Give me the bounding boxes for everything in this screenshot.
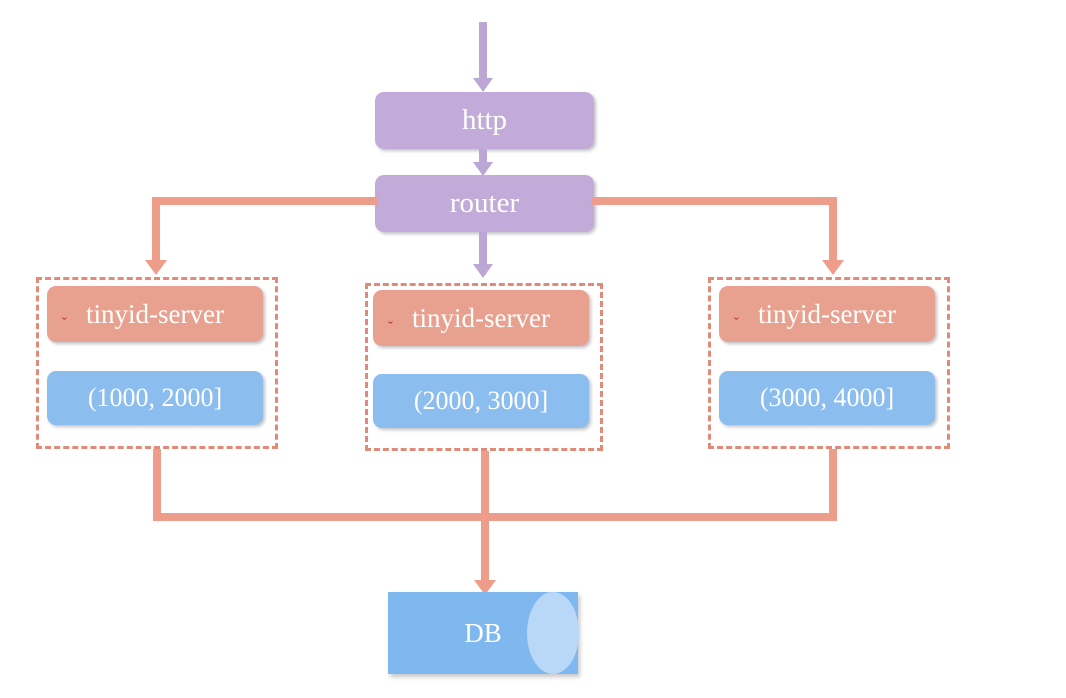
server-3-downlink <box>829 449 837 517</box>
inbound-arrow-shaft <box>479 22 487 82</box>
router-left-vertical <box>152 197 160 265</box>
router-center-arrowhead <box>473 264 493 278</box>
spellcheck-mark-1: ˇ <box>62 315 67 332</box>
router-node[interactable]: router <box>375 175 594 232</box>
http-node[interactable]: http <box>375 92 594 149</box>
db-inbound-arrowhead <box>474 580 496 595</box>
http-to-router-arrowhead <box>473 162 493 176</box>
tinyid-server-label-1: tinyid-server <box>86 298 224 329</box>
inbound-arrow-head <box>473 78 493 92</box>
tinyid-server-label-2: tinyid-server <box>412 302 550 333</box>
router-label: router <box>449 187 520 220</box>
tinyid-server-label-3: tinyid-server <box>758 298 896 329</box>
id-range-label-2: (2000, 3000] <box>413 386 549 416</box>
tinyid-server-node-1[interactable]: tinyid-server <box>47 286 263 342</box>
id-range-label-3: (3000, 4000] <box>759 383 895 413</box>
router-left-horizontal <box>152 197 378 205</box>
id-range-node-1[interactable]: (1000, 2000] <box>47 371 263 425</box>
db-node[interactable]: DB <box>388 592 579 674</box>
tinyid-server-node-3[interactable]: tinyid-server <box>719 286 935 342</box>
server-group-1-frame <box>36 277 278 449</box>
router-left-arrowhead <box>145 260 167 275</box>
id-range-node-2[interactable]: (2000, 3000] <box>373 374 589 428</box>
server-group-2-frame <box>365 283 603 451</box>
db-bus-horizontal <box>153 513 837 521</box>
tinyid-server-node-2[interactable]: tinyid-server <box>373 290 589 346</box>
spellcheck-mark-2: ˇ <box>388 319 393 336</box>
http-label: http <box>461 104 508 137</box>
router-right-horizontal <box>591 197 837 205</box>
server-2-downlink <box>481 451 489 517</box>
server-group-3-frame <box>708 277 950 449</box>
id-range-node-3[interactable]: (3000, 4000] <box>719 371 935 425</box>
http-to-router-shaft <box>479 149 487 168</box>
db-inbound-shaft <box>481 513 489 585</box>
router-center-shaft <box>479 232 487 270</box>
db-cylinder-cap <box>527 592 579 674</box>
db-label: DB <box>464 617 502 648</box>
spellcheck-mark-3: ˇ <box>734 315 739 332</box>
router-right-arrowhead <box>822 260 844 275</box>
server-1-downlink <box>153 449 161 517</box>
router-right-vertical <box>829 197 837 265</box>
id-range-label-1: (1000, 2000] <box>87 383 223 413</box>
